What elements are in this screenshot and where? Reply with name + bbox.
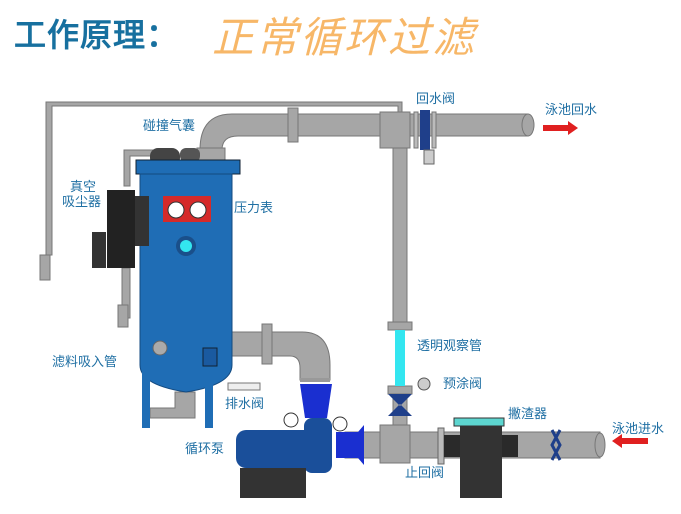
left-drop-valve <box>39 254 51 281</box>
label-pump: 循环泵 <box>185 442 225 457</box>
label-skimmer: 撇渣器 <box>508 407 548 422</box>
pipe-flange <box>287 107 299 143</box>
page-subtitle: 正常循环过滤 <box>212 13 477 62</box>
label-air-bladder: 碰撞气囊 <box>143 119 196 134</box>
inlet-arrow-icon <box>612 434 648 448</box>
tank-outlet-pipe <box>227 331 331 381</box>
circulation-pump <box>236 378 364 498</box>
label-media-intake: 滤料吸入管 <box>52 355 118 370</box>
label-precoat-valve: 预涂阀 <box>443 377 483 392</box>
label-drain-valve: 排水阀 <box>225 397 265 412</box>
return-arrow-icon <box>543 121 578 135</box>
bypass-pipe <box>392 147 408 324</box>
return-valve-icon <box>413 110 437 165</box>
label-pool-inlet: 泳池进水 <box>612 422 665 437</box>
precoat-valve-icon <box>388 394 412 416</box>
label-vacuum-1: 真空 <box>70 180 97 195</box>
check-valve-icon <box>437 427 445 465</box>
filter-tank <box>135 148 241 428</box>
label-return-valve: 回水阀 <box>416 92 456 107</box>
label-pool-return: 泳池回水 <box>545 103 598 118</box>
tee-fitting <box>379 111 411 149</box>
return-pipe <box>199 113 529 151</box>
page-title: 工作原理： <box>14 16 180 54</box>
skimmer <box>444 417 518 498</box>
label-sight-glass: 透明观察管 <box>417 339 483 354</box>
label-vacuum-2: 吸尘器 <box>62 195 102 210</box>
label-pressure-gauge: 压力表 <box>234 201 274 216</box>
sight-glass-tube <box>395 330 405 386</box>
label-check-valve: 止回阀 <box>405 466 445 481</box>
inlet-valve-icon <box>550 429 562 461</box>
vacuum-unit <box>92 190 149 268</box>
